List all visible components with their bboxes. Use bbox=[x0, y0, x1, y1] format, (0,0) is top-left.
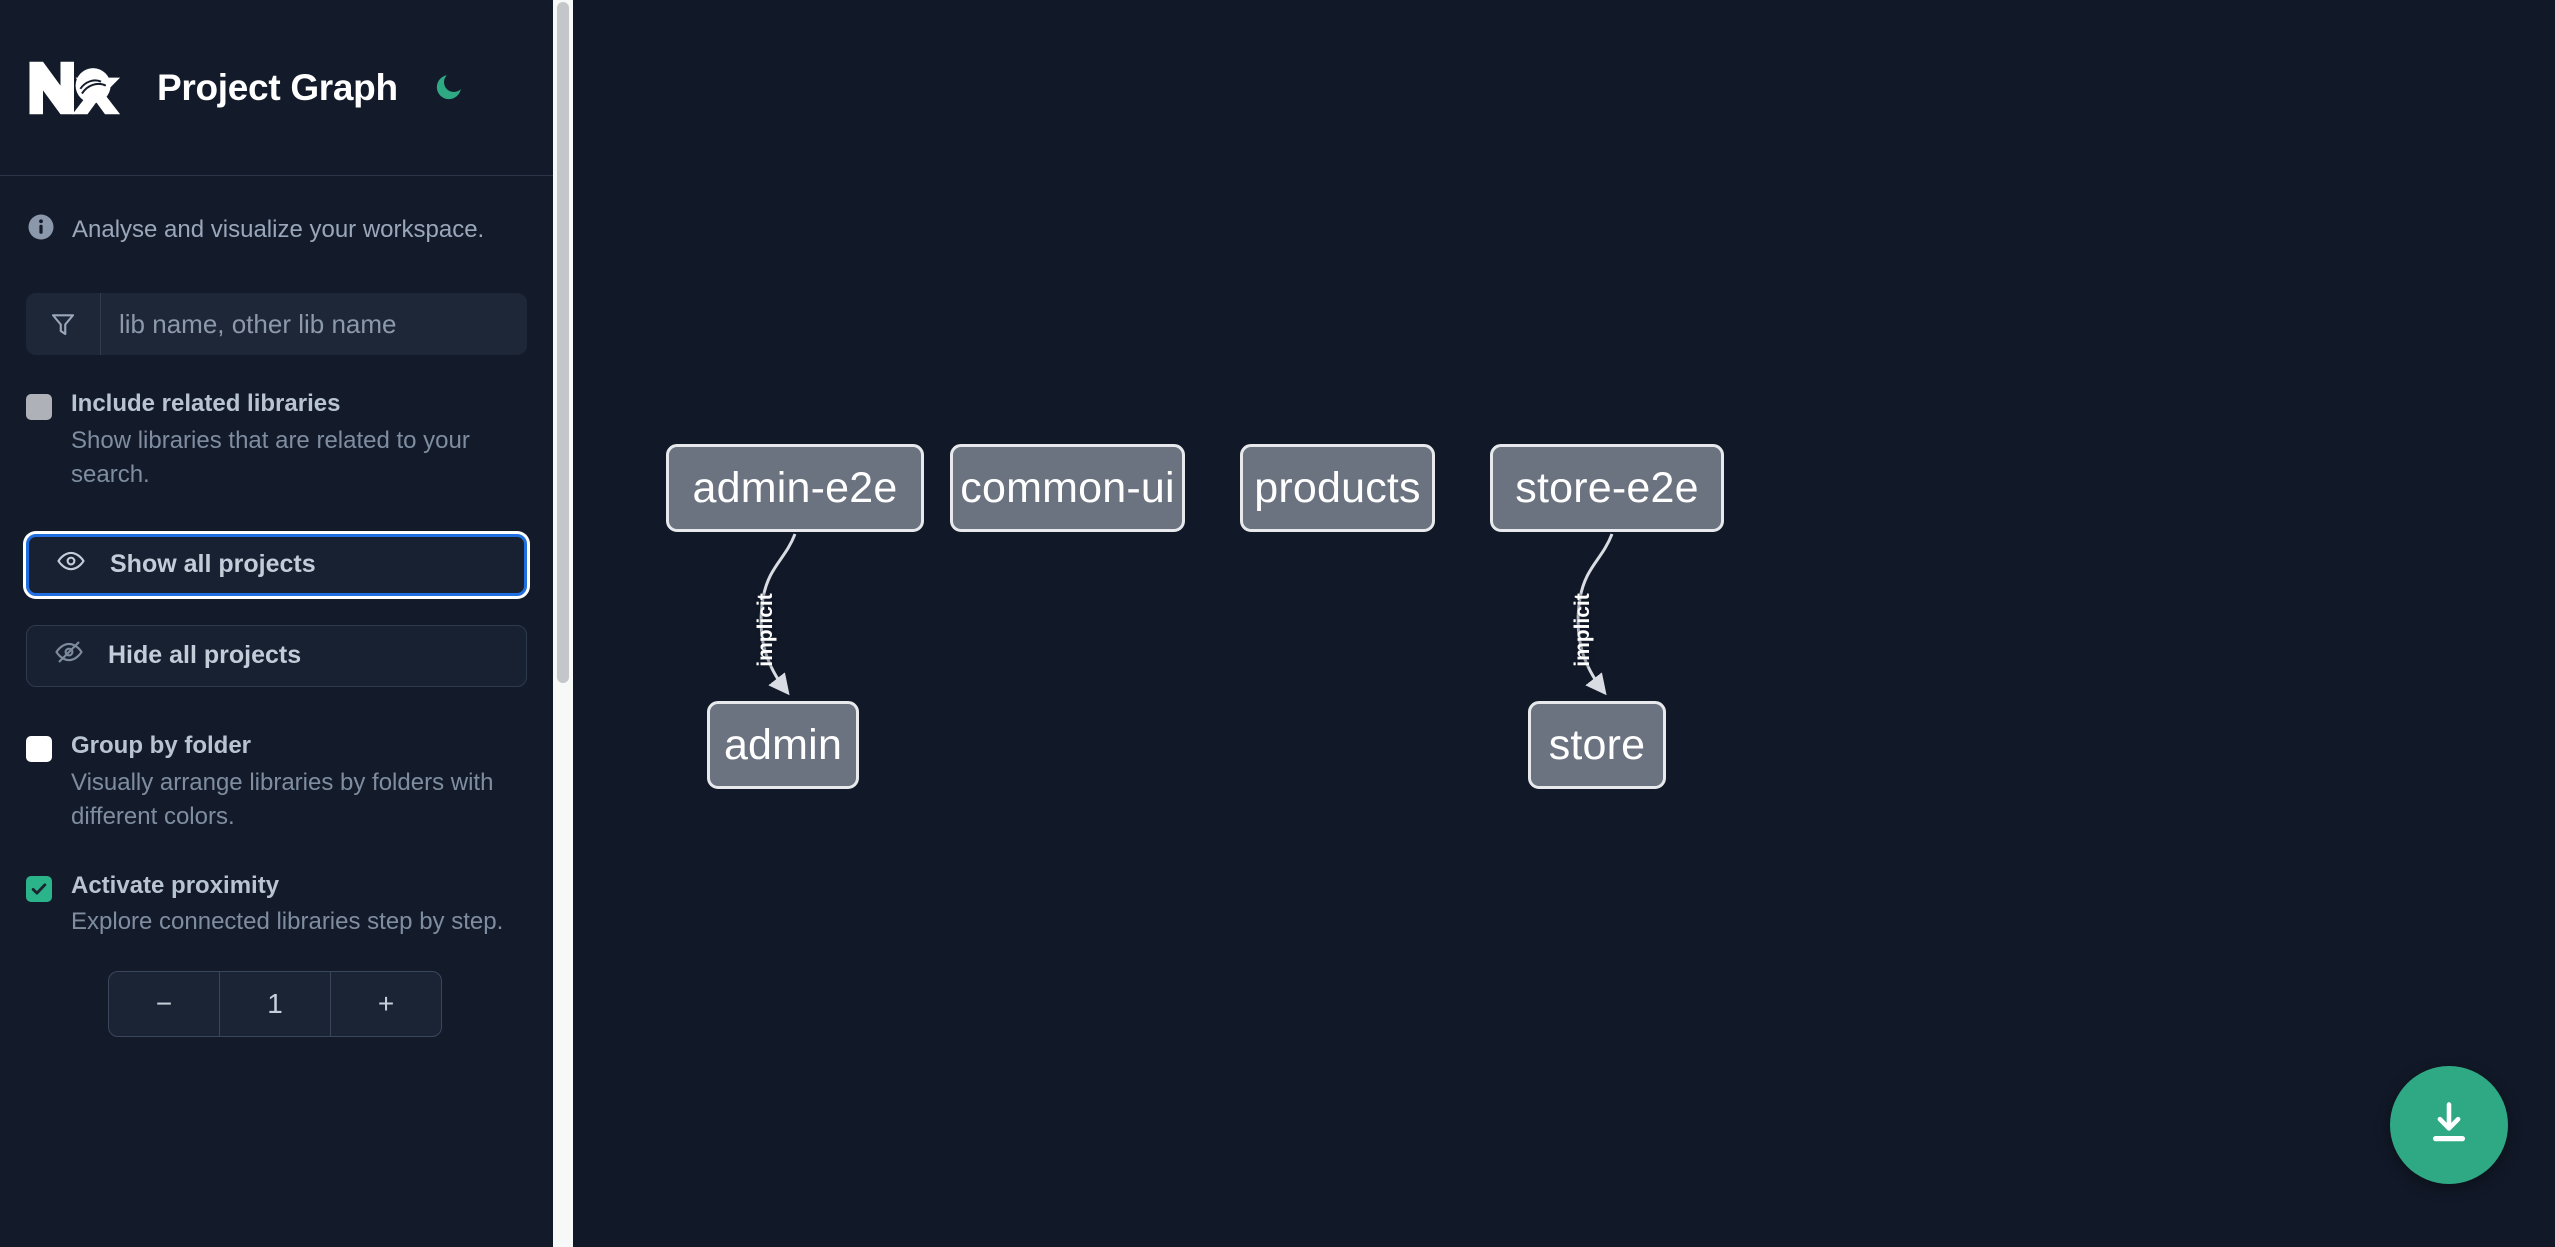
proximity-stepper: − 1 + bbox=[108, 970, 442, 1037]
nx-logo-icon bbox=[26, 57, 122, 119]
graph-edges bbox=[759, 533, 1614, 696]
option-activate-proximity[interactable]: Activate proximity Explore connected lib… bbox=[26, 871, 527, 940]
funnel-icon bbox=[26, 293, 101, 355]
download-icon bbox=[2423, 1097, 2475, 1154]
graph-node-common-ui[interactable]: common-ui bbox=[950, 444, 1185, 532]
graph-node-label: admin-e2e bbox=[692, 463, 898, 512]
sidebar-header: Project Graph bbox=[0, 0, 553, 176]
graph-node-label: admin bbox=[723, 720, 843, 769]
graph-node-products[interactable]: products bbox=[1240, 444, 1435, 532]
graph-node-label: common-ui bbox=[960, 463, 1175, 512]
proximity-decrement-button[interactable]: − bbox=[155, 987, 173, 1019]
edge-label-store-implicit: implicit bbox=[1571, 593, 1594, 667]
search-input[interactable] bbox=[101, 293, 527, 355]
edge-admin-e2e-to-admin bbox=[759, 533, 797, 696]
sidebar-scrollbar[interactable] bbox=[553, 0, 573, 1247]
show-all-projects-button[interactable]: Show all projects bbox=[26, 533, 527, 596]
workspace-info-text: Analyse and visualize your workspace. bbox=[72, 215, 485, 243]
filter-field[interactable] bbox=[26, 293, 527, 355]
proximity-value: 1 bbox=[219, 971, 330, 1036]
download-graph-button[interactable] bbox=[2390, 1066, 2508, 1184]
show-all-projects-label: Show all projects bbox=[110, 550, 316, 579]
graph-node-admin[interactable]: admin bbox=[707, 701, 859, 789]
graph-canvas[interactable]: admin-e2e common-ui products store-e2e a… bbox=[573, 0, 2555, 1247]
option-label: Group by folder bbox=[71, 731, 251, 759]
graph-node-store[interactable]: store bbox=[1528, 701, 1666, 789]
graph-node-label: store bbox=[1548, 720, 1646, 769]
proximity-increment-button[interactable]: + bbox=[330, 971, 441, 1036]
sidebar: Project Graph Analyse and visualize your… bbox=[0, 0, 553, 1247]
graph-node-label: products bbox=[1254, 463, 1421, 512]
workspace-info: Analyse and visualize your workspace. bbox=[0, 176, 553, 247]
graph-node-label: store-e2e bbox=[1515, 463, 1699, 512]
moon-icon[interactable] bbox=[428, 68, 468, 108]
option-label: Activate proximity bbox=[71, 871, 280, 899]
hide-all-projects-button[interactable]: Hide all projects bbox=[26, 624, 527, 687]
checkbox-include-related-libraries[interactable] bbox=[26, 394, 52, 420]
hide-all-projects-label: Hide all projects bbox=[108, 641, 302, 670]
option-description: Visually arrange libraries by folders wi… bbox=[71, 768, 494, 830]
edge-store-e2e-to-store bbox=[1576, 533, 1614, 696]
info-icon bbox=[26, 212, 56, 247]
option-label: Include related libraries bbox=[71, 390, 341, 417]
option-group-by-folder[interactable]: Group by folder Visually arrange librari… bbox=[26, 731, 527, 834]
eye-icon bbox=[56, 546, 86, 583]
checkbox-activate-proximity[interactable] bbox=[26, 875, 52, 902]
option-include-related-libraries[interactable]: Include related libraries Show libraries… bbox=[26, 389, 527, 492]
graph-node-store-e2e[interactable]: store-e2e bbox=[1490, 444, 1724, 532]
checkbox-group-by-folder[interactable] bbox=[26, 735, 52, 762]
eye-off-icon bbox=[54, 637, 84, 674]
option-description: Show libraries that are related to your … bbox=[71, 426, 470, 488]
page-title: Project Graph bbox=[157, 66, 398, 108]
sidebar-scrollbar-thumb[interactable] bbox=[557, 2, 569, 683]
option-description: Explore connected libraries step by step… bbox=[71, 908, 504, 936]
sidebar-body: Include related libraries Show libraries… bbox=[0, 293, 553, 1037]
graph-node-admin-e2e[interactable]: admin-e2e bbox=[666, 444, 924, 532]
edge-label-admin-implicit: implicit bbox=[754, 593, 777, 667]
